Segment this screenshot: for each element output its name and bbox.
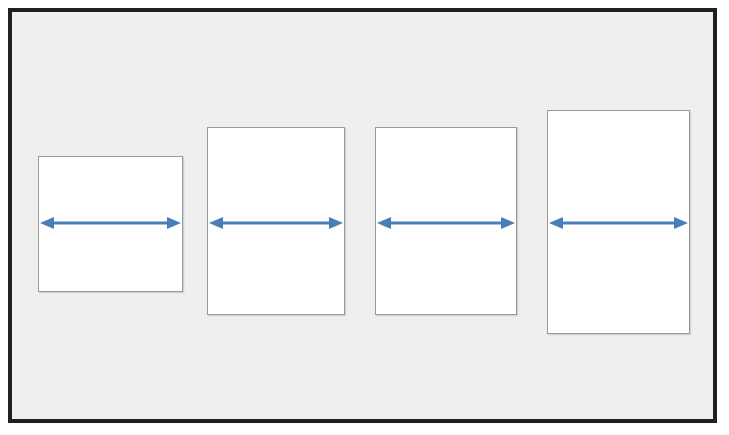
arrow-head-left <box>209 217 223 229</box>
double-arrow-1[interactable] <box>40 217 181 229</box>
double-arrow-2[interactable] <box>209 217 343 229</box>
diagram-canvas <box>12 12 713 419</box>
double-arrow-3[interactable] <box>377 217 515 229</box>
double-arrow-4[interactable] <box>549 217 688 229</box>
diagram-frame <box>8 8 717 423</box>
arrow-head-right <box>501 217 515 229</box>
arrow-head-left <box>549 217 563 229</box>
arrow-head-right <box>167 217 181 229</box>
arrow-head-left <box>377 217 391 229</box>
arrow-head-right <box>329 217 343 229</box>
rectangle-2[interactable] <box>207 127 345 315</box>
arrow-head-left <box>40 217 54 229</box>
rectangle-3[interactable] <box>375 127 517 315</box>
arrow-head-right <box>674 217 688 229</box>
arrow-layer <box>40 217 688 229</box>
